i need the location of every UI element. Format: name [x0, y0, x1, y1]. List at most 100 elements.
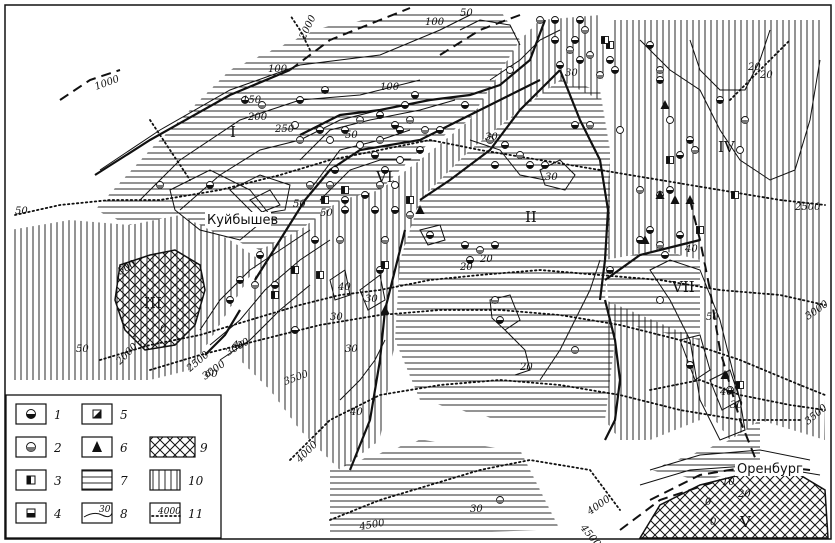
legend-number: 7 — [120, 474, 128, 488]
well-marker — [341, 126, 349, 134]
legend-item-10: 10 — [149, 469, 204, 491]
isopach-labels: 150 200 250 100 100 100 50 50 30 30 30 2… — [160, 8, 773, 515]
well-marker-square — [666, 156, 674, 164]
edge-label-50: 50 — [15, 206, 28, 217]
thick-boundaries — [94, 19, 701, 471]
svg-text:30: 30 — [330, 312, 343, 323]
well-marker — [576, 16, 584, 24]
well-marker — [606, 266, 614, 274]
well-marker — [391, 181, 399, 189]
svg-text:40: 40 — [684, 244, 698, 255]
legend-item-7: 7 — [81, 469, 128, 491]
svg-text:40: 40 — [337, 282, 351, 293]
well-marker — [291, 121, 299, 129]
well-marker — [401, 101, 409, 109]
legend-item-6: 6 — [81, 436, 128, 458]
svg-text:60: 60 — [205, 369, 218, 380]
region-label-V: V — [739, 513, 752, 531]
svg-text:50: 50 — [345, 130, 358, 141]
well-marker-square — [606, 41, 614, 49]
svg-text:20: 20 — [737, 489, 751, 500]
svg-text:0: 0 — [705, 497, 712, 508]
well-marker — [566, 46, 574, 54]
legend-number: 3 — [54, 474, 62, 488]
svg-text:4500: 4500 — [358, 518, 387, 534]
well-marker — [576, 56, 584, 64]
svg-text:30: 30 — [545, 172, 558, 183]
well-marker — [646, 226, 654, 234]
well-marker — [596, 71, 604, 79]
well-marker — [501, 141, 509, 149]
well-marker — [416, 146, 424, 154]
well-marker-square — [316, 271, 324, 279]
well-marker — [381, 236, 389, 244]
well-marker-square — [271, 291, 279, 299]
svg-text:50: 50 — [320, 208, 333, 219]
svg-text:20: 20 — [759, 70, 773, 81]
svg-text:50: 50 — [706, 312, 719, 323]
well-marker — [506, 66, 514, 74]
well-marker — [581, 26, 589, 34]
well-marker — [326, 181, 334, 189]
well-marker — [526, 161, 534, 169]
well-marker — [551, 16, 559, 24]
vertical-hatch-zones — [10, 15, 825, 470]
svg-text:50: 50 — [460, 8, 473, 19]
svg-text:30: 30 — [365, 294, 378, 305]
well-marker — [271, 281, 279, 289]
svg-text:20: 20 — [519, 362, 533, 373]
well-marker — [331, 166, 339, 174]
well-marker — [536, 16, 544, 24]
well-marker — [461, 101, 469, 109]
svg-text:200: 200 — [247, 112, 268, 123]
region-label-I: I — [230, 123, 236, 141]
well-marker — [461, 241, 469, 249]
well-marker — [656, 76, 664, 84]
well-marker — [571, 36, 579, 44]
well-marker — [376, 111, 384, 119]
legend-number: 8 — [120, 507, 128, 521]
well-marker — [496, 316, 504, 324]
well-marker — [426, 231, 434, 239]
well-marker — [376, 181, 384, 189]
svg-text:30: 30 — [345, 344, 358, 355]
well-marker — [296, 96, 304, 104]
well-marker-triangle — [685, 195, 695, 204]
city-label-kuibyshev: Куйбышев — [207, 213, 278, 228]
well-marker — [258, 101, 266, 109]
well-marker — [421, 126, 429, 134]
well-marker — [661, 251, 669, 259]
well-marker — [686, 136, 694, 144]
well-marker — [226, 296, 234, 304]
svg-text:20: 20 — [459, 262, 473, 273]
well-marker-triangle — [720, 370, 730, 379]
well-marker — [491, 296, 499, 304]
well-marker — [251, 281, 259, 289]
well-marker — [541, 161, 549, 169]
well-marker — [571, 121, 579, 129]
well-marker — [371, 151, 379, 159]
well-marker-square — [341, 186, 349, 194]
svg-text:0: 0 — [710, 517, 717, 528]
legend-item-3: 3 — [15, 469, 62, 491]
well-marker — [321, 86, 329, 94]
legend-number: 4 — [53, 507, 62, 521]
well-marker — [616, 126, 624, 134]
well-marker — [716, 96, 724, 104]
legend-number: 2 — [53, 441, 62, 455]
well-marker — [571, 346, 579, 354]
well-marker — [556, 61, 564, 69]
legend-item-2: 2 — [15, 436, 62, 458]
region-label-III: III — [144, 294, 162, 312]
horizontal-hatch-zones — [95, 10, 760, 535]
svg-text:40: 40 — [349, 407, 363, 418]
svg-text:40: 40 — [231, 340, 245, 351]
well-marker — [436, 126, 444, 134]
region-label-IV: IV — [718, 138, 736, 156]
legend-sample-dotted: 4000 — [157, 507, 181, 517]
svg-text:100: 100 — [425, 17, 445, 28]
well-marker — [666, 116, 674, 124]
